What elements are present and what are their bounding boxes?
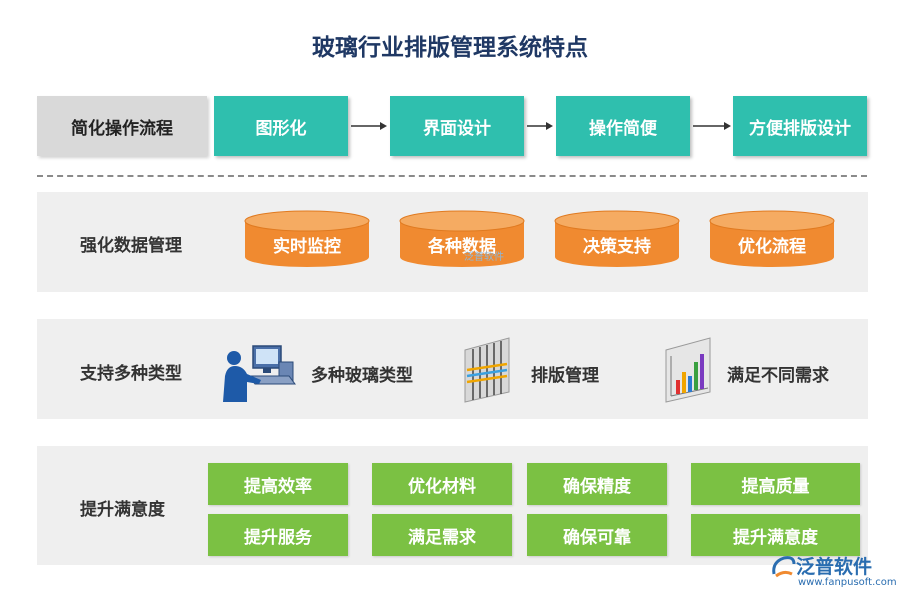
badge-ensure-precision: 确保精度 (527, 463, 667, 505)
logo-name: 泛普软件 (796, 556, 873, 578)
watermark: 泛普软件 (464, 252, 504, 263)
flow-step-ui-design: 界面设计 (390, 96, 524, 156)
badge-meet-demand: 满足需求 (372, 514, 512, 556)
types-label: 支持多种类型 (80, 364, 182, 384)
flow-arrow-icon (351, 122, 387, 130)
badge-improve-satisfaction: 提升满意度 (691, 514, 860, 556)
cylinder-label: 各种数据 (428, 237, 496, 257)
flow-step-graphical: 图形化 (214, 96, 348, 156)
flow-arrow-icon (693, 122, 731, 130)
flow-section-label: 简化操作流程 (37, 96, 207, 156)
type-label-layout-management: 排版管理 (531, 366, 599, 386)
badge-improve-efficiency: 提高效率 (208, 463, 348, 505)
flow-step-layout-design: 方便排版设计 (733, 96, 867, 156)
cylinder-label: 决策支持 (583, 237, 651, 257)
brand-logo: 泛普软件 www.fanpusoft.com (768, 550, 897, 596)
cylinder-icon (709, 210, 835, 267)
badge-improve-quality: 提高质量 (691, 463, 860, 505)
flow-step-easy-operation: 操作简便 (556, 96, 690, 156)
glass-grid-icon (464, 337, 510, 403)
data-management-label: 强化数据管理 (80, 236, 182, 256)
types-panel (37, 319, 868, 419)
cylinder-label: 实时监控 (273, 237, 341, 257)
badge-improve-service: 提升服务 (208, 514, 348, 556)
cylinder-various-data: 各种数据 (399, 210, 525, 268)
type-label-meet-needs: 满足不同需求 (727, 366, 829, 386)
cylinder-label: 优化流程 (738, 237, 806, 257)
logo-url: www.fanpusoft.com (798, 577, 897, 588)
type-label-glass-types: 多种玻璃类型 (311, 366, 413, 386)
page-title: 玻璃行业排版管理系统特点 (312, 35, 588, 61)
cylinder-icon (244, 210, 370, 267)
section-divider (37, 175, 867, 177)
badge-ensure-reliability: 确保可靠 (527, 514, 667, 556)
cylinder-decision-support: 决策支持 (554, 210, 680, 268)
cylinder-icon (554, 210, 680, 267)
bar-chart-icon (665, 337, 711, 403)
person-computer-icon (223, 345, 296, 402)
cylinder-realtime-monitoring: 实时监控 (244, 210, 370, 268)
cylinder-icon (399, 210, 525, 267)
flow-arrow-icon (527, 122, 553, 130)
fanpu-logo-icon (772, 556, 796, 578)
cylinder-optimize-process: 优化流程 (709, 210, 835, 268)
satisfaction-label: 提升满意度 (80, 500, 165, 520)
badge-optimize-material: 优化材料 (372, 463, 512, 505)
